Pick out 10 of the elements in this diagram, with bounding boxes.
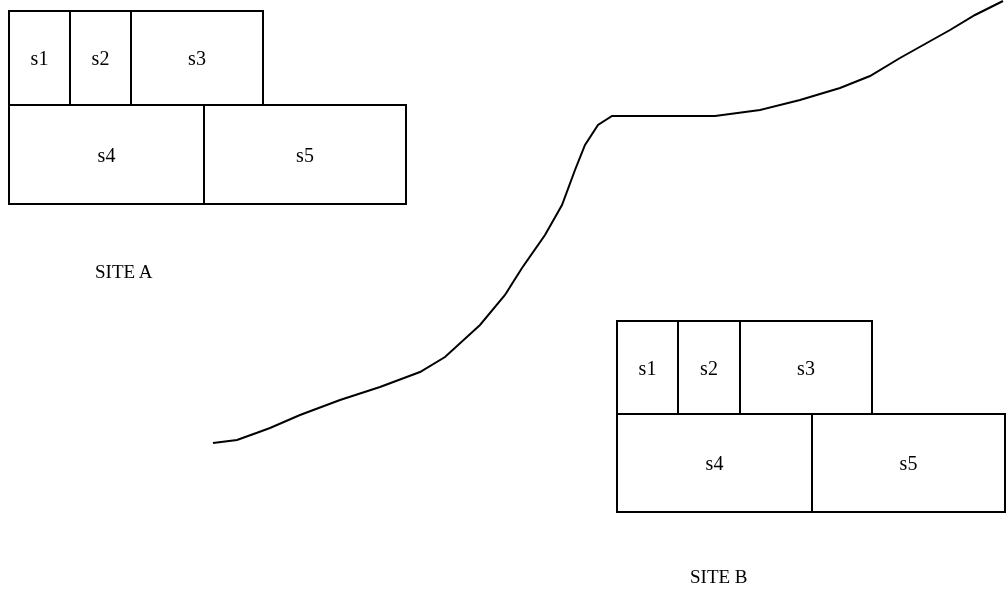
section-box: s3 <box>739 320 873 415</box>
section-box: s1 <box>616 320 679 415</box>
section-box: s1 <box>8 10 71 106</box>
section-box: s4 <box>8 104 205 205</box>
section-box: s3 <box>130 10 264 106</box>
section-box: s4 <box>616 413 813 513</box>
section-box: s5 <box>203 104 407 205</box>
site-label: SITE B <box>690 565 748 589</box>
section-box: s5 <box>811 413 1006 513</box>
site-label: SITE A <box>95 260 153 284</box>
